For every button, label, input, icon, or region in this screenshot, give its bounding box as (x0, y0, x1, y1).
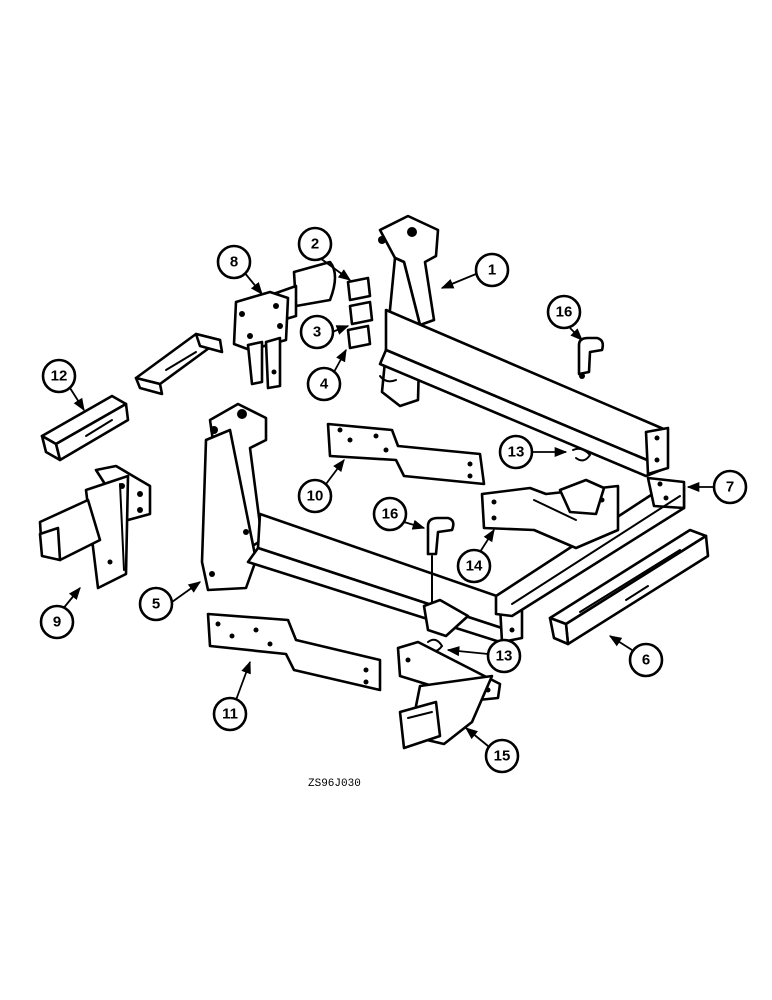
part-16-pin-upper (577, 336, 605, 379)
callout-8-label: 8 (230, 254, 238, 271)
callout-4-label: 4 (320, 376, 329, 393)
callout-13-lower: 13 (486, 638, 522, 674)
callout-8: 8 (216, 244, 252, 280)
callout-1: 1 (474, 252, 510, 288)
callout-1-label: 1 (488, 262, 496, 279)
callout-16-upper: 16 (546, 294, 582, 330)
callout-5-label: 5 (152, 596, 160, 613)
callout-3-label: 3 (313, 324, 321, 341)
part-14-hitch-bracket (480, 478, 620, 550)
callout-15: 15 (484, 738, 520, 774)
part-4-shim (346, 324, 372, 350)
part-12-channel-cover-left (40, 394, 130, 462)
part-2-shim (346, 276, 372, 302)
leader-lines (61, 257, 714, 747)
drawing-code-caption: ZS96J030 (308, 778, 361, 790)
callout-15-label: 15 (494, 748, 511, 765)
part-11-long-plate (206, 612, 382, 692)
part-3-shim (348, 300, 374, 326)
callout-10: 10 (297, 478, 333, 514)
part-15-receiver-hitch (396, 640, 502, 750)
part-1-right-upright-frame (378, 214, 670, 478)
callout-6-label: 6 (642, 652, 650, 669)
callout-3: 3 (299, 314, 335, 350)
part-6-channel-cover-right (548, 528, 710, 646)
callout-14-label: 14 (466, 558, 483, 575)
callout-13-upper-label: 13 (508, 444, 525, 461)
callout-10-label: 10 (307, 488, 324, 505)
callout-13-lower-label: 13 (496, 648, 513, 665)
callout-11: 11 (212, 696, 248, 732)
callout-6: 6 (628, 642, 664, 678)
channel-cover-upper (134, 332, 224, 396)
part-10-flat-plate (326, 422, 486, 486)
callout-9-label: 9 (53, 614, 61, 631)
callout-16-lower-label: 16 (382, 506, 399, 523)
callout-7: 7 (712, 469, 748, 505)
part-13-clip-upper (572, 447, 592, 462)
callout-2-label: 2 (311, 236, 319, 253)
callout-13-upper: 13 (498, 434, 534, 470)
callout-16-lower: 16 (372, 496, 408, 532)
callout-5: 5 (138, 586, 174, 622)
callout-16-upper-label: 16 (556, 304, 573, 321)
part-9-receiver-bracket (38, 464, 152, 590)
callout-12-label: 12 (51, 368, 68, 385)
callout-14: 14 (456, 548, 492, 584)
callout-2: 2 (297, 226, 333, 262)
callout-11-label: 11 (222, 706, 238, 723)
part-8-mounting-bracket (232, 260, 337, 390)
callout-9: 9 (39, 604, 75, 640)
callout-7-label: 7 (726, 479, 734, 496)
callout-4: 4 (306, 366, 342, 402)
callout-12: 12 (41, 358, 77, 394)
part-7-rear-crossbar (494, 476, 686, 618)
